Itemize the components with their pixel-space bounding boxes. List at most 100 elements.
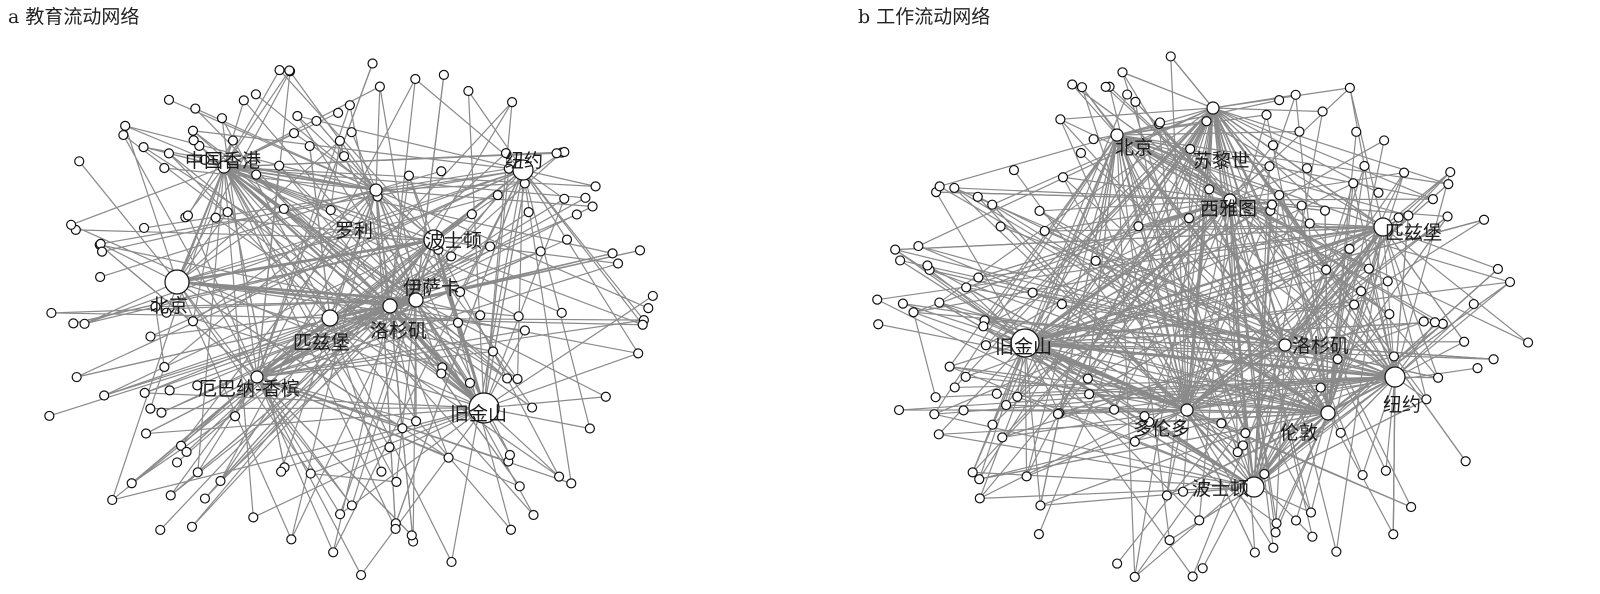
edge bbox=[192, 130, 524, 171]
network-node bbox=[1349, 299, 1360, 310]
network-node bbox=[607, 248, 618, 259]
network-node bbox=[1001, 399, 1012, 411]
edge bbox=[972, 134, 1118, 473]
network-node bbox=[1403, 210, 1414, 221]
edge bbox=[1212, 107, 1339, 360]
edge bbox=[310, 407, 485, 475]
edge bbox=[187, 215, 258, 378]
hub-node bbox=[164, 269, 190, 295]
edge bbox=[992, 199, 1231, 426]
edge bbox=[1039, 199, 1231, 212]
network-node bbox=[559, 193, 570, 204]
edge bbox=[253, 407, 485, 518]
network-node bbox=[181, 446, 192, 457]
edge bbox=[184, 166, 225, 218]
network-node bbox=[1129, 436, 1140, 447]
network-node bbox=[1443, 179, 1454, 190]
edge bbox=[934, 413, 1255, 488]
edge bbox=[979, 486, 1255, 499]
hub-label: 伊萨卡 bbox=[403, 277, 460, 299]
edge bbox=[1284, 344, 1439, 379]
edge bbox=[215, 217, 435, 241]
edge bbox=[256, 376, 341, 515]
edge bbox=[1229, 199, 1274, 548]
hub-label: 匹兹堡 bbox=[1385, 222, 1442, 244]
edge bbox=[1024, 341, 1465, 344]
hub-node bbox=[512, 159, 534, 181]
network-node bbox=[1117, 67, 1128, 78]
edge bbox=[103, 239, 435, 397]
edge bbox=[297, 115, 524, 171]
edge bbox=[1265, 114, 1329, 414]
edge bbox=[100, 169, 524, 245]
network-node bbox=[1130, 96, 1141, 107]
edge bbox=[170, 299, 417, 496]
edge bbox=[1116, 134, 1409, 217]
edge bbox=[459, 169, 524, 293]
network-node bbox=[637, 319, 648, 330]
edge bbox=[1182, 107, 1214, 492]
network-node bbox=[95, 271, 106, 283]
network-node bbox=[528, 509, 539, 521]
edge bbox=[192, 189, 377, 322]
edge bbox=[234, 376, 258, 417]
network-node bbox=[893, 404, 905, 416]
edge bbox=[256, 376, 403, 429]
network-node bbox=[96, 246, 108, 257]
edge bbox=[1189, 148, 1396, 378]
edge bbox=[1024, 204, 1273, 344]
network-node bbox=[647, 290, 658, 302]
network-node bbox=[1084, 389, 1095, 400]
network-node bbox=[374, 81, 385, 92]
edge bbox=[187, 140, 234, 216]
network-node bbox=[1165, 51, 1176, 62]
edge bbox=[1212, 107, 1364, 476]
edge bbox=[197, 376, 258, 473]
hub-label: 波士顿 bbox=[425, 230, 482, 252]
edge bbox=[1186, 210, 1271, 411]
edge bbox=[899, 259, 1286, 346]
edge bbox=[1113, 107, 1214, 410]
edge bbox=[161, 305, 391, 414]
edge bbox=[483, 407, 590, 430]
edge bbox=[1113, 199, 1231, 410]
network-node bbox=[1139, 410, 1150, 422]
network-node bbox=[1090, 255, 1101, 267]
edge bbox=[99, 244, 391, 307]
hub-label: 旧金山 bbox=[995, 336, 1052, 358]
network-node bbox=[897, 298, 909, 309]
network-node bbox=[1259, 468, 1270, 480]
hub-node bbox=[1243, 476, 1265, 498]
edge bbox=[467, 90, 485, 409]
edge bbox=[159, 239, 435, 531]
edge bbox=[1116, 134, 1389, 282]
network-node bbox=[1270, 527, 1281, 538]
edge bbox=[223, 166, 377, 191]
network-node bbox=[556, 307, 567, 318]
edge bbox=[389, 198, 565, 307]
edge bbox=[1105, 86, 1231, 201]
edge bbox=[389, 305, 450, 458]
network-node bbox=[188, 135, 199, 146]
edge bbox=[894, 249, 1255, 488]
network-node bbox=[1088, 134, 1099, 145]
edge bbox=[979, 344, 1286, 499]
hub-node bbox=[1373, 217, 1393, 237]
edge bbox=[1271, 204, 1396, 378]
edge bbox=[1363, 165, 1396, 378]
edge bbox=[1186, 409, 1239, 453]
network-node bbox=[292, 110, 303, 122]
network-node bbox=[199, 493, 211, 504]
edge bbox=[415, 299, 442, 374]
hub-label: 洛杉矶 bbox=[1292, 335, 1349, 357]
hub-label: 厄巴纳-香槟 bbox=[198, 378, 300, 400]
edge bbox=[103, 305, 391, 397]
edge bbox=[223, 166, 586, 199]
network-node bbox=[159, 162, 170, 174]
network-node bbox=[1232, 447, 1243, 458]
network-node bbox=[587, 201, 598, 212]
edge bbox=[1253, 323, 1444, 488]
edge bbox=[415, 299, 471, 384]
edge bbox=[1169, 486, 1255, 541]
edge bbox=[933, 134, 1118, 415]
